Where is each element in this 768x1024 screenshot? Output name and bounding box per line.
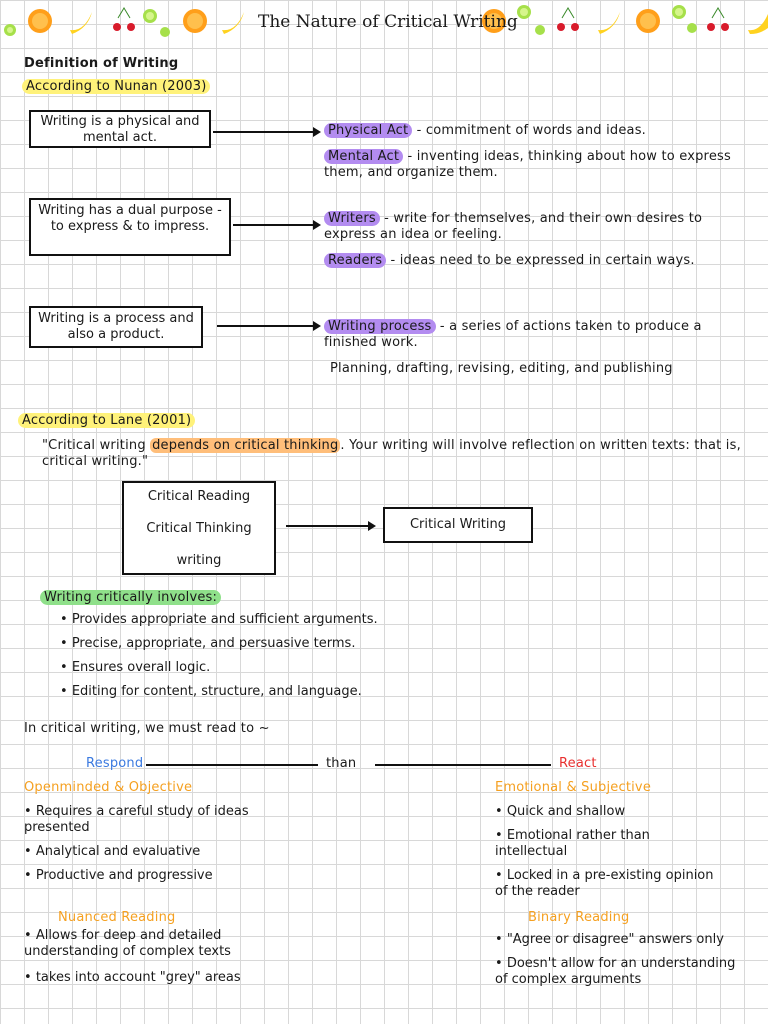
source-label: According to Lane (2001) — [18, 413, 196, 429]
react-label: React — [559, 756, 597, 771]
arrow — [213, 127, 321, 137]
list-item: • Requires a careful study of ideas pres… — [24, 804, 249, 835]
arrow — [217, 321, 321, 331]
concept-box: Writing has a dual purpose - to express … — [29, 198, 231, 256]
lime-slice-icon — [4, 24, 16, 36]
definition-item: Physical Act - commitment of words and i… — [324, 123, 646, 139]
flow-output-box: Critical Writing — [383, 507, 533, 543]
respond-label: Respond — [86, 756, 144, 771]
flow-input-item: Critical Thinking — [146, 521, 252, 536]
divider-line — [375, 764, 551, 766]
involves-label: Writing critically involves: — [40, 590, 222, 606]
binary-list: • "Agree or disagree" answers only • Doe… — [495, 932, 745, 996]
page-title: The Nature of Critical Writing — [258, 12, 518, 32]
arrow — [286, 521, 376, 531]
definition-item: Writers - write for themselves, and thei… — [324, 211, 703, 242]
list-item: • "Agree or disagree" answers only — [495, 932, 724, 947]
list-item: • Locked in a pre-existing opinion of th… — [495, 868, 714, 899]
source-label: According to Nunan (2003) — [22, 79, 211, 95]
list-item: • Productive and progressive — [24, 868, 213, 883]
banana-icon — [70, 12, 92, 34]
lime-slice-icon — [160, 23, 697, 37]
left-subheading: Openminded & Objective — [24, 780, 193, 795]
orange-slice-icon — [482, 9, 506, 33]
lime-slice-icon — [517, 5, 531, 19]
section-heading: Definition of Writing — [24, 56, 179, 71]
cherry-icon — [557, 7, 579, 31]
react-list: • Quick and shallow • Emotional rather t… — [495, 804, 725, 908]
flow-input-item: Critical Reading — [147, 489, 251, 504]
list-item: • Editing for content, structure, and la… — [60, 684, 362, 699]
orange-slice-icon — [28, 9, 52, 33]
flow-input-box: Critical Reading Critical Thinking writi… — [122, 481, 276, 575]
comparison-intro: In critical writing, we must read to ~ — [24, 721, 270, 736]
definition-item: Writing process - a series of actions ta… — [324, 319, 702, 350]
lime-slice-icon — [672, 5, 686, 19]
lime-slice-icon — [143, 9, 157, 23]
definition-item: Planning, drafting, revising, editing, a… — [330, 361, 673, 376]
list-item: • Doesn't allow for an understanding of … — [495, 956, 736, 987]
arrow — [233, 220, 321, 230]
quote: "Critical writing depends on critical th… — [42, 438, 741, 469]
list-item: • Provides appropriate and sufficient ar… — [60, 612, 378, 627]
list-item: • Precise, appropriate, and persuasive t… — [60, 636, 356, 651]
list-item: • takes into account "grey" areas — [24, 970, 241, 985]
divider-line — [146, 764, 318, 766]
respond-list: • Requires a careful study of ideas pres… — [24, 804, 264, 892]
banana-icon — [748, 14, 768, 34]
flow-input-item: writing — [176, 553, 222, 568]
concept-box: Writing is a physical and mental act. — [29, 110, 211, 148]
cherry-icon — [113, 7, 135, 31]
right-subheading-2: Binary Reading — [528, 910, 630, 925]
list-item: • Allows for deep and detailed understan… — [24, 928, 231, 959]
cherry-icon — [707, 7, 729, 31]
list-item: • Emotional rather than intellectual — [495, 828, 650, 859]
left-subheading-2: Nuanced Reading — [58, 910, 176, 925]
definition-item: Mental Act - inventing ideas, thinking a… — [324, 149, 731, 180]
involves-list: • Provides appropriate and sufficient ar… — [60, 612, 378, 708]
fruit-banner — [4, 5, 768, 37]
nuanced-list: • Allows for deep and detailed understan… — [24, 928, 294, 994]
list-item: • Ensures overall logic. — [60, 660, 211, 675]
list-item: • Analytical and evaluative — [24, 844, 201, 859]
than-label: than — [326, 756, 357, 771]
definition-item: Readers - ideas need to be expressed in … — [324, 253, 744, 269]
banana-icon — [222, 12, 244, 34]
concept-box: Writing is a process and also a product. — [29, 306, 203, 348]
orange-slice-icon — [183, 9, 207, 33]
right-subheading: Emotional & Subjective — [495, 780, 652, 795]
list-item: • Quick and shallow — [495, 804, 626, 819]
orange-slice-icon — [636, 9, 660, 33]
banana-icon — [598, 12, 620, 34]
